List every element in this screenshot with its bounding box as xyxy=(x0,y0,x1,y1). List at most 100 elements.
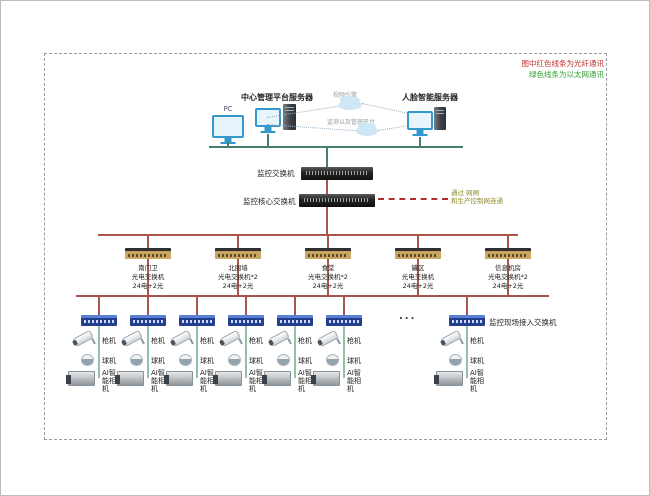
legend-ethernet-note: 绿色线条为以太网通讯 xyxy=(529,70,604,79)
fiber-drop-line xyxy=(147,234,149,248)
bullet-camera-icon xyxy=(219,329,241,348)
fiber-drop-line xyxy=(147,259,149,296)
center-server-label: 中心管理平台服务器 xyxy=(241,93,313,102)
camera-group: 枪机 球机 AI智能相机 xyxy=(427,295,507,407)
ai-camera-icon xyxy=(115,371,144,386)
dome-camera-icon xyxy=(179,354,192,366)
bullet-camera-icon xyxy=(121,329,143,348)
optical-switch-column-north-wall: 北围墙 光电交换机*2 24电+2光 xyxy=(193,234,283,296)
dome-camera-icon xyxy=(326,354,339,366)
fiber-bus-upper-line xyxy=(98,234,518,236)
optical-site-label: 食堂 xyxy=(321,264,335,272)
ai-camera-icon xyxy=(434,371,463,386)
camera-group: 枪机 球机 AI智能相机 xyxy=(108,295,188,407)
fiber-drop-line xyxy=(147,295,149,315)
legend-fiber-note: 图中红色线条为光纤通讯 xyxy=(521,59,605,68)
fiber-drop-line xyxy=(417,259,419,296)
camera-group: 枪机 球机 AI智能相机 xyxy=(59,295,139,407)
fiber-drop-line xyxy=(237,234,239,248)
monitor-to-core-switch-line xyxy=(326,180,328,194)
bullet-camera-label: 枪机 xyxy=(151,337,165,345)
dome-camera-label: 球机 xyxy=(102,357,116,365)
ai-camera-label: AI智能相机 xyxy=(298,369,312,393)
dome-camera-label: 球机 xyxy=(347,357,361,365)
ai-camera-label: AI智能相机 xyxy=(151,369,165,393)
fiber-drop-line xyxy=(343,295,345,315)
dome-camera-label: 球机 xyxy=(200,357,214,365)
dome-camera-icon xyxy=(130,354,143,366)
bullet-camera-icon xyxy=(317,329,339,348)
ethernet-drop-line xyxy=(98,326,100,378)
access-switch-icon xyxy=(130,315,166,326)
access-switch-icon xyxy=(179,315,215,326)
optical-type-label: 光电交换机 xyxy=(401,273,435,281)
cloud-bottom-icon xyxy=(356,122,378,136)
ai-camera-label: AI智能相机 xyxy=(200,369,214,393)
line-color-legend: 图中红色线条为光纤通讯 绿色线条为以太网通讯 xyxy=(441,58,605,80)
cloud-top-label: 视频引擎 xyxy=(323,91,367,100)
ai-camera-icon xyxy=(213,371,242,386)
pc-monitor-icon xyxy=(212,115,244,138)
dome-camera-label: 球机 xyxy=(151,357,165,365)
optical-switch-column-south-gate: 南门卫 光电交换机 24电+2光 xyxy=(103,234,193,296)
access-switch-icon xyxy=(228,315,264,326)
optical-switch-icon xyxy=(125,248,171,259)
ai-camera-icon xyxy=(66,371,95,386)
bullet-camera-label: 枪机 xyxy=(102,337,116,345)
optical-type-label: 光电交换机*2 xyxy=(218,273,258,281)
gateway-dashed-line xyxy=(378,198,448,200)
optical-type-label: 光电交换机*2 xyxy=(308,273,348,281)
fiber-drop-line xyxy=(98,295,100,315)
diagram-dashed-border xyxy=(44,53,607,440)
gateway-note-line1: 通过 网闸 xyxy=(451,189,480,197)
core-to-fiber-bus-line xyxy=(326,207,328,234)
fiber-drop-line xyxy=(417,234,419,248)
access-switch-label: 监控现场接入交换机 xyxy=(489,318,557,327)
core-switch-icon xyxy=(299,194,375,207)
more-groups-ellipsis: ... xyxy=(399,311,417,322)
ethernet-drop-line xyxy=(343,326,345,378)
bullet-camera-label: 枪机 xyxy=(470,337,484,345)
dome-camera-icon xyxy=(81,354,94,366)
optical-ports-label: 24电+2光 xyxy=(222,282,254,290)
bullet-camera-label: 枪机 xyxy=(200,337,214,345)
fiber-drop-line xyxy=(294,295,296,315)
cloud-top-icon xyxy=(338,96,362,110)
dome-camera-label: 球机 xyxy=(249,357,263,365)
fiber-drop-line xyxy=(327,259,329,296)
bus-to-monitor-switch-line xyxy=(326,148,328,167)
optical-switch-column-info-room: 信息机房 光电交换机*2 24电+2光 xyxy=(463,234,553,296)
face-server-tower-icon xyxy=(434,107,446,130)
bullet-camera-label: 枪机 xyxy=(249,337,263,345)
optical-switch-icon xyxy=(395,248,441,259)
access-switch-icon xyxy=(326,315,362,326)
ethernet-drop-line xyxy=(245,326,247,378)
ethernet-bus-line xyxy=(209,146,463,148)
camera-group: 枪机 球机 AI智能相机 xyxy=(206,295,286,407)
face-server-label: 人脸智能服务器 xyxy=(402,93,458,102)
ai-camera-label: AI智能相机 xyxy=(347,369,361,393)
ethernet-drop-line xyxy=(294,326,296,378)
ai-camera-icon xyxy=(262,371,291,386)
camera-group: 枪机 球机 AI智能相机 xyxy=(255,295,335,407)
optical-site-label: 南门卫 xyxy=(138,264,158,272)
pc-uplink-line xyxy=(227,141,229,147)
optical-site-label: 信息机房 xyxy=(495,264,521,272)
ethernet-drop-line xyxy=(466,326,468,378)
face-server-uplink-line xyxy=(419,137,421,146)
center-server-tower-icon xyxy=(283,104,296,130)
bullet-camera-icon xyxy=(268,329,290,348)
optical-site-label: 北围墙 xyxy=(228,264,248,272)
optical-ports-label: 24电+2光 xyxy=(402,282,434,290)
access-switch-icon xyxy=(81,315,117,326)
ai-camera-label: AI智能相机 xyxy=(249,369,263,393)
optical-ports-label: 24电+2光 xyxy=(312,282,344,290)
bullet-camera-icon xyxy=(170,329,192,348)
fiber-drop-line xyxy=(327,234,329,248)
fiber-bus-lower-line xyxy=(76,295,549,297)
optical-switch-column-tank-area: 罐区 光电交换机 24电+2光 xyxy=(373,234,463,296)
cloud-bottom-label: 监测以及管理平台 xyxy=(326,119,375,126)
ethernet-drop-line xyxy=(147,326,149,378)
fiber-drop-line xyxy=(466,295,468,315)
